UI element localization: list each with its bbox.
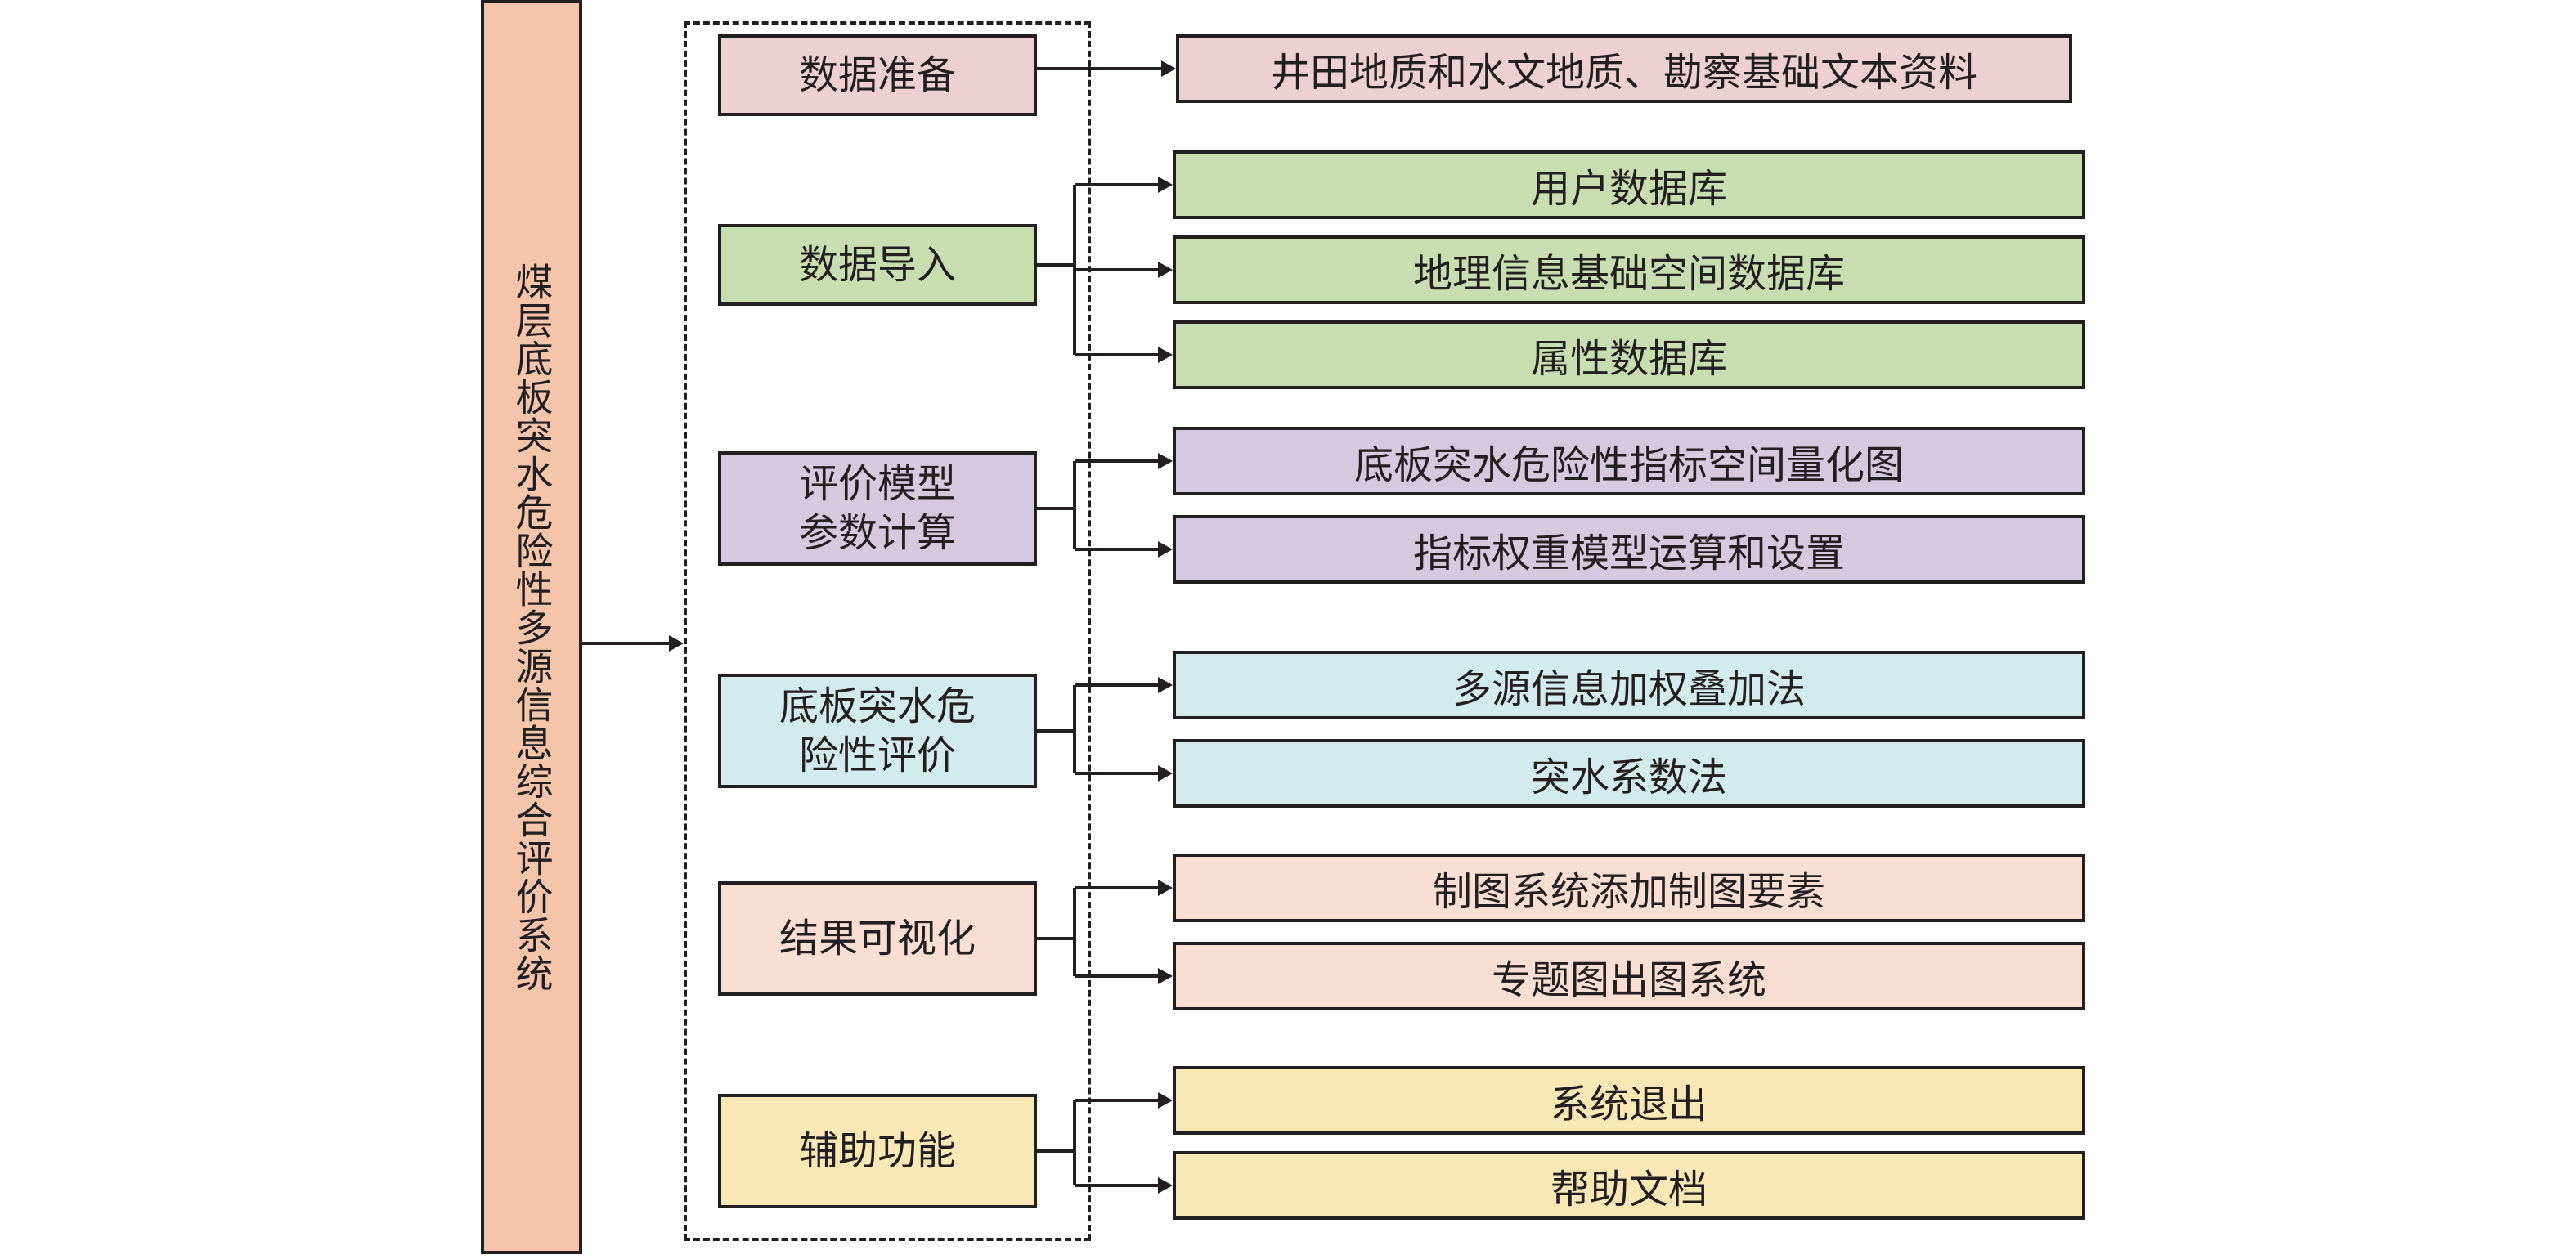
function-label: 帮助文档 bbox=[1550, 1167, 1708, 1212]
root-system-label: 煤层底板突水危险性多源信息综合评价系统 bbox=[509, 262, 554, 992]
function-box: 用户数据库 bbox=[1173, 150, 2085, 219]
arrowhead-icon bbox=[1158, 541, 1173, 558]
module-box: 辅助功能 bbox=[718, 1094, 1037, 1208]
arrowhead-icon bbox=[1158, 453, 1173, 469]
module-box: 数据准备 bbox=[718, 34, 1037, 116]
modules-group-frame bbox=[684, 21, 1091, 1241]
arrowhead-icon bbox=[1158, 765, 1173, 782]
module-label: 数据导入 bbox=[798, 242, 956, 288]
function-label: 地理信息基础空间数据库 bbox=[1412, 251, 1845, 297]
module-label: 辅助功能 bbox=[798, 1128, 956, 1174]
arrowhead-icon bbox=[1158, 968, 1173, 984]
arrowhead-icon bbox=[1158, 880, 1173, 896]
function-label: 井田地质和水文地质、勘察基础文本资料 bbox=[1270, 50, 1977, 96]
function-box: 指标权重模型运算和设置 bbox=[1173, 515, 2085, 584]
module-label: 数据准备 bbox=[798, 52, 956, 98]
function-label: 制图系统添加制图要素 bbox=[1432, 869, 1825, 915]
function-box: 井田地质和水文地质、勘察基础文本资料 bbox=[1176, 34, 2072, 103]
function-box: 帮助文档 bbox=[1173, 1151, 2085, 1220]
function-box: 多源信息加权叠加法 bbox=[1173, 651, 2085, 719]
arrowhead-icon bbox=[1158, 347, 1173, 363]
root-system-box: 煤层底板突水危险性多源信息综合评价系统 bbox=[481, 0, 582, 1254]
function-box: 突水系数法 bbox=[1173, 739, 2085, 808]
arrowhead-icon bbox=[1158, 1177, 1173, 1194]
arrowhead-icon bbox=[1161, 60, 1176, 77]
function-box: 属性数据库 bbox=[1173, 320, 2085, 389]
function-label: 用户数据库 bbox=[1530, 166, 1727, 212]
function-label: 属性数据库 bbox=[1530, 336, 1727, 382]
module-box: 底板突水危 险性评价 bbox=[718, 674, 1037, 788]
root-arrowhead-icon bbox=[669, 635, 684, 652]
function-box: 底板突水危险性指标空间量化图 bbox=[1173, 427, 2085, 495]
function-box: 系统退出 bbox=[1173, 1066, 2085, 1135]
function-label: 系统退出 bbox=[1550, 1082, 1708, 1127]
function-label: 多源信息加权叠加法 bbox=[1452, 666, 1806, 712]
arrowhead-icon bbox=[1158, 677, 1173, 693]
module-label: 评价模型 参数计算 bbox=[798, 461, 956, 556]
module-box: 数据导入 bbox=[718, 224, 1037, 306]
arrowhead-icon bbox=[1158, 177, 1173, 193]
arrowhead-icon bbox=[1158, 262, 1173, 278]
function-label: 指标权重模型运算和设置 bbox=[1412, 531, 1845, 576]
function-label: 突水系数法 bbox=[1530, 755, 1727, 800]
arrowhead-icon bbox=[1158, 1092, 1173, 1109]
function-box: 地理信息基础空间数据库 bbox=[1173, 235, 2085, 304]
module-box: 结果可视化 bbox=[718, 881, 1037, 996]
module-box: 评价模型 参数计算 bbox=[718, 451, 1037, 566]
module-label: 底板突水危 险性评价 bbox=[779, 683, 976, 778]
function-label: 底板突水危险性指标空间量化图 bbox=[1353, 442, 1904, 488]
function-box: 制图系统添加制图要素 bbox=[1173, 854, 2085, 922]
module-label: 结果可视化 bbox=[779, 916, 976, 961]
function-label: 专题图出图系统 bbox=[1491, 957, 1766, 1003]
function-box: 专题图出图系统 bbox=[1173, 942, 2085, 1010]
